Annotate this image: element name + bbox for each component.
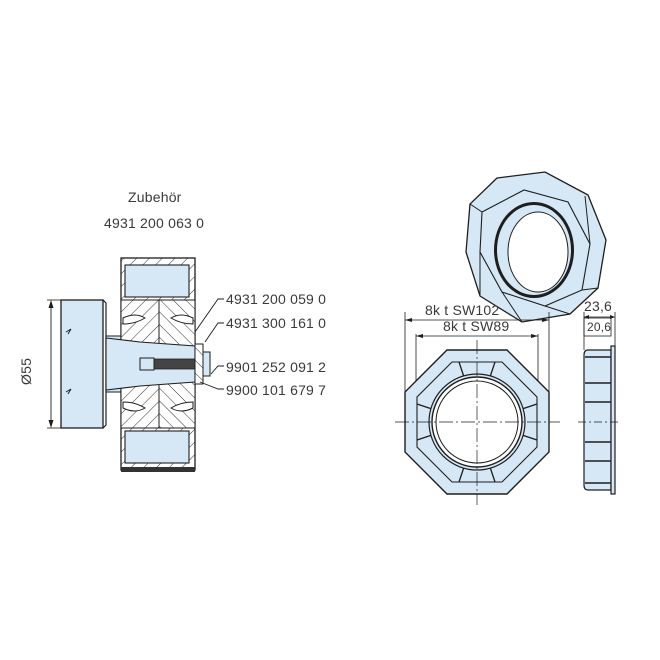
accessory-part-number: 4931 200 063 0 <box>104 215 205 231</box>
diameter-dimension <box>47 299 61 429</box>
callout-label: 9900 101 679 7 <box>226 382 327 398</box>
callout-label: 9901 252 091 2 <box>226 359 327 375</box>
accessory-title: Zubehör <box>128 189 182 205</box>
callout-label: 4931 200 059 0 <box>226 291 327 307</box>
ring-side-view <box>578 312 620 495</box>
callout-label: 4931 300 161 0 <box>226 315 327 331</box>
end-cap <box>60 299 107 429</box>
octagon-outer-label: 8k t SW102 <box>425 302 500 318</box>
ring-isometric-view <box>465 171 607 323</box>
diameter-label: Ø55 <box>18 357 34 385</box>
width-outer-label: 23,6 <box>584 298 613 314</box>
ring-front-view <box>395 312 560 505</box>
cross-section-view <box>47 257 211 472</box>
callout-leaders <box>194 298 224 390</box>
width-inner-label: 20,6 <box>587 320 612 334</box>
octagon-inner-label: 8k t SW89 <box>443 318 510 334</box>
